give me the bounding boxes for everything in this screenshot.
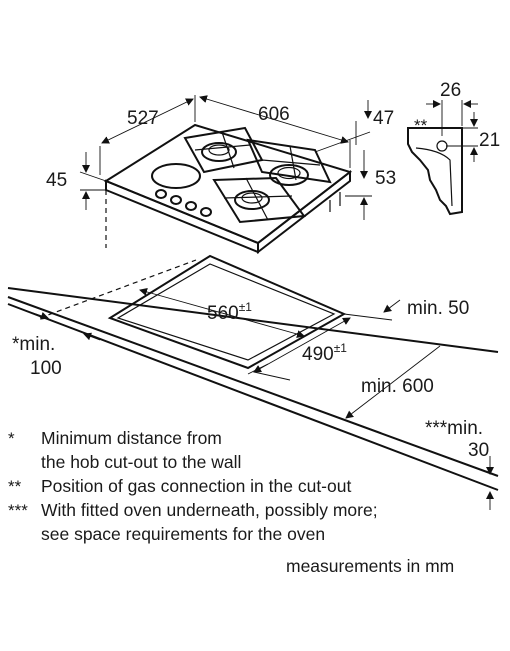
knob-icon <box>170 195 182 205</box>
cutout-depth-tolerance: ±1 <box>334 341 348 355</box>
note-line: the hob cut-out to the wall <box>41 452 241 472</box>
gas-connection-detail <box>407 100 478 216</box>
burner-icon <box>201 142 237 162</box>
hob-top-plate <box>103 123 353 245</box>
knob-icon <box>185 201 197 211</box>
note-line: Minimum distance from <box>41 428 222 448</box>
min-wall-value: 100 <box>30 358 62 379</box>
notes: * Minimum distance from the hob cut-out … <box>8 428 378 544</box>
dimension-label: 606 <box>258 104 290 125</box>
note-line: With fitted oven underneath, possibly mo… <box>41 500 378 520</box>
note-symbol: *** <box>8 501 28 520</box>
cutout-width-value: 560 <box>207 303 239 324</box>
min-50-label: min. 50 <box>407 298 469 319</box>
knob-icon <box>200 207 212 217</box>
note-symbol: * <box>8 429 15 448</box>
cutout-width-tolerance: ±1 <box>239 300 253 314</box>
knob-icon <box>155 189 167 199</box>
min-oven-label: ***min. <box>425 418 483 439</box>
dimension-label: 47 <box>373 108 394 129</box>
note-symbol: ** <box>8 477 22 496</box>
hob-front-edge <box>105 179 259 254</box>
hotplate-icon <box>151 163 201 189</box>
hob-side-edge <box>257 169 351 255</box>
dimension-label: 21 <box>479 130 500 151</box>
burner-icon <box>269 164 309 186</box>
dimension-label: 527 <box>127 108 159 129</box>
cutout-depth-label: 490±1 <box>302 341 347 365</box>
units-note: measurements in mm <box>286 556 454 576</box>
cutout-depth-value: 490 <box>302 344 334 365</box>
note-line: see space requirements for the oven <box>41 524 325 544</box>
dimension-label: 26 <box>440 80 461 101</box>
dimension-label: 45 <box>46 170 67 191</box>
worktop-dimensions <box>29 288 494 510</box>
gas-mark: ** <box>414 116 428 135</box>
min-600-label: min. 600 <box>361 376 434 397</box>
dimension-label: 53 <box>375 168 396 189</box>
hob-drawing <box>103 123 353 255</box>
hob-dimensions <box>79 95 372 220</box>
min-wall-label: *min. <box>12 334 55 355</box>
cutout-width-label: 560±1 <box>207 300 252 324</box>
min-oven-value: 30 <box>468 440 489 461</box>
burner-icon <box>234 190 270 210</box>
note-line: Position of gas connection in the cut-ou… <box>41 476 351 496</box>
